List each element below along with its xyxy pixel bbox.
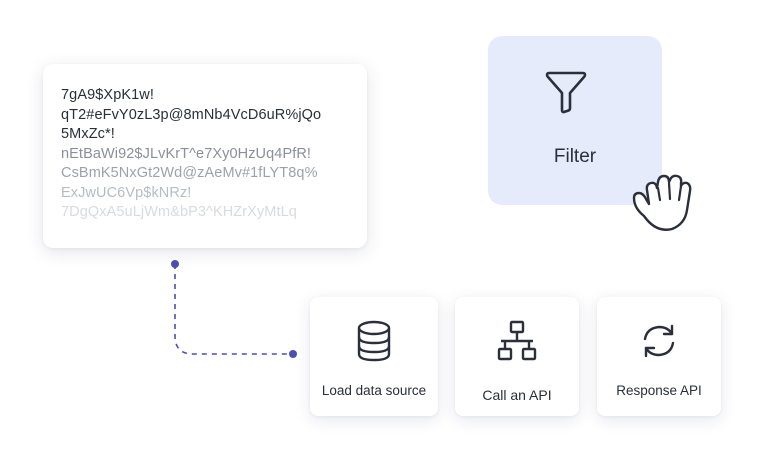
text-data-card: 7gA9$XpK1w! qT2#eFvY0zL3p@8mNb4VcD6uR%jQ… (43, 64, 367, 248)
database-icon (357, 320, 391, 362)
call-an-api-label: Call an API (482, 387, 552, 403)
hand-pointer-icon (632, 174, 692, 231)
text-line-1: 7gA9$XpK1w! (61, 87, 154, 103)
load-data-source-label: Load data source (321, 383, 427, 398)
connector-end-dot (289, 350, 297, 358)
filter-funnel-icon (545, 71, 587, 114)
text-line-6: ExJwUC6Vp$kNRz! (61, 184, 192, 201)
load-data-source-card[interactable]: Load data source (310, 297, 438, 416)
network-icon (497, 320, 537, 361)
call-an-api-card[interactable]: Call an API (455, 297, 579, 416)
connector-start-dot (171, 260, 179, 268)
filter-button[interactable]: Filter (488, 36, 662, 205)
response-api-card[interactable]: Response API (597, 297, 721, 416)
text-line-2: qT2#eFvY0zL3p@8mNb4VcD6uR%jQo (61, 106, 322, 123)
text-line-5: CsBmK5NxGt2Wd@zAeMv#1fLYT8q% (61, 165, 318, 181)
refresh-icon (643, 324, 675, 358)
text-line-3: 5MxZc*! (61, 126, 115, 142)
filter-label: Filter (553, 146, 597, 167)
text-line-4: nEtBaWi92$JLvKrT^e7Xy0HzUq4PfR! (61, 145, 312, 162)
text-line-7: 7DgQxA5uLjWm&bP3^KHZrXyMtLq (61, 204, 297, 220)
response-api-label: Response API (616, 383, 702, 398)
